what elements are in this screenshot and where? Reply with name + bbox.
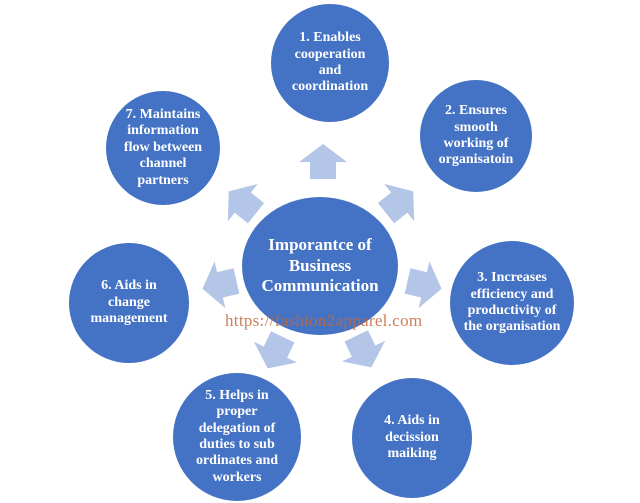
- arrow-to-node-1: [299, 144, 347, 179]
- node-1-enables-cooperation: 1. Enables cooperation and coordination: [271, 4, 389, 122]
- node-2-ensures-smooth-working: 2. Ensures smooth working of organisatoi…: [420, 80, 532, 192]
- node-7-maintains-information-flow: 7. Maintains information flow between ch…: [106, 91, 220, 205]
- node-6-aids-change-management: 6. Aids in change management: [69, 243, 189, 363]
- arrow-to-node-4: [341, 330, 386, 368]
- arrow-to-node-7: [227, 183, 265, 224]
- node-5-helps-delegation: 5. Helps in proper delegation of duties …: [173, 373, 301, 501]
- arrow-to-node-6: [202, 261, 240, 309]
- arrow-to-node-5: [253, 331, 298, 369]
- arrow-to-node-2: [377, 183, 415, 224]
- node-4-aids-decision-making: 4. Aids in decission maiking: [352, 378, 472, 498]
- watermark-url: https://fashion2apparel.com: [225, 311, 423, 330]
- arrow-to-node-3: [404, 261, 442, 309]
- center-node-importance-of-business-communication: Imporantce of Business Communication: [242, 197, 398, 335]
- node-3-increases-efficiency: 3. Increases efficiency and productivity…: [450, 241, 574, 365]
